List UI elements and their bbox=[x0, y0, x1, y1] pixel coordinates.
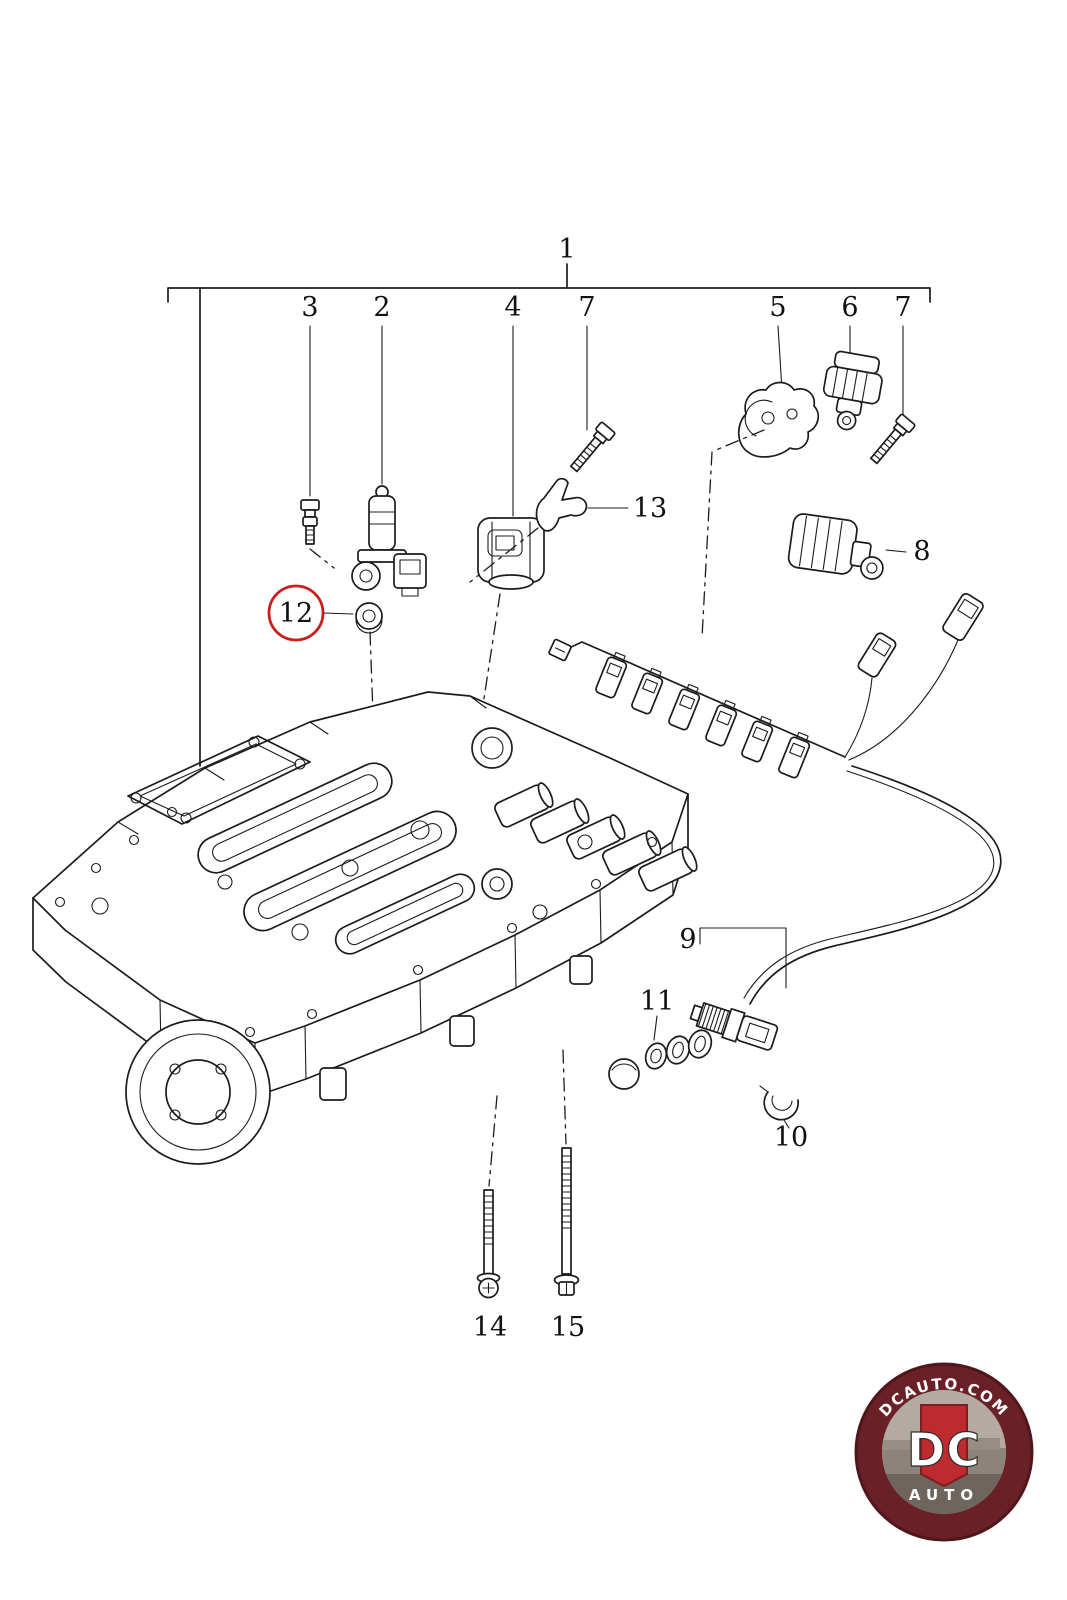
callout-8: 8 bbox=[913, 536, 930, 567]
harness-connector bbox=[548, 638, 572, 662]
part-retaining-plate-5 bbox=[701, 381, 820, 639]
callout-6: 6 bbox=[841, 292, 858, 323]
callout-14: 14 bbox=[473, 1312, 507, 1343]
callout-row: 3 2 4 7 5 6 7 bbox=[301, 292, 912, 517]
harness-plug bbox=[705, 699, 738, 747]
part-bolt-7-right bbox=[869, 413, 916, 465]
dc-auto-logo: DC AUTO DCAUTO.COM bbox=[854, 1362, 1034, 1542]
part-selector-fork-13: 13 bbox=[469, 477, 667, 583]
callout-4: 4 bbox=[504, 292, 521, 323]
callout-13: 13 bbox=[633, 493, 667, 524]
screw-15: 15 bbox=[551, 1049, 585, 1343]
part-solenoid-6 bbox=[822, 350, 883, 431]
valve-body bbox=[32, 691, 698, 1165]
sensor-assembly-9: 9 bbox=[679, 924, 787, 1051]
logo-subtext: AUTO bbox=[909, 1486, 979, 1504]
callout-1: 1 bbox=[558, 234, 575, 265]
harness-connector bbox=[857, 632, 897, 678]
callout-10: 10 bbox=[774, 1122, 808, 1153]
callout-5: 5 bbox=[769, 292, 786, 323]
screw-14: 14 bbox=[473, 1095, 507, 1343]
part-plug-3 bbox=[300, 499, 335, 569]
logo-monogram: DC bbox=[907, 1423, 981, 1477]
callout-11: 11 bbox=[640, 986, 674, 1017]
harness-connector bbox=[942, 593, 984, 641]
harness-plug bbox=[778, 731, 811, 779]
callout-9: 9 bbox=[679, 924, 696, 955]
harness-plug bbox=[668, 683, 701, 731]
highlight-circle-12: 12 bbox=[267, 584, 354, 642]
retaining-clip-10: 10 bbox=[759, 1085, 808, 1153]
callout-7-right: 7 bbox=[894, 292, 911, 323]
callout-15: 15 bbox=[551, 1312, 585, 1343]
callout-12: 12 bbox=[279, 598, 313, 629]
part-bushing-12 bbox=[355, 602, 383, 797]
harness-plug bbox=[595, 651, 628, 699]
part-bolt-7-left bbox=[569, 421, 616, 473]
part-solenoid-valve-2 bbox=[351, 485, 427, 597]
logo-red-banner bbox=[920, 1404, 968, 1488]
callout-7-left: 7 bbox=[578, 292, 595, 323]
harness-plug bbox=[631, 667, 664, 715]
o-rings-11: 11 bbox=[608, 986, 713, 1090]
callout-3: 3 bbox=[301, 292, 318, 323]
part-solenoid-8: 8 bbox=[787, 513, 931, 580]
wiring-harness bbox=[548, 593, 1002, 1005]
callout-2: 2 bbox=[373, 292, 390, 323]
harness-plug bbox=[741, 715, 774, 763]
assembly-bracket-1: 1 bbox=[167, 234, 931, 767]
